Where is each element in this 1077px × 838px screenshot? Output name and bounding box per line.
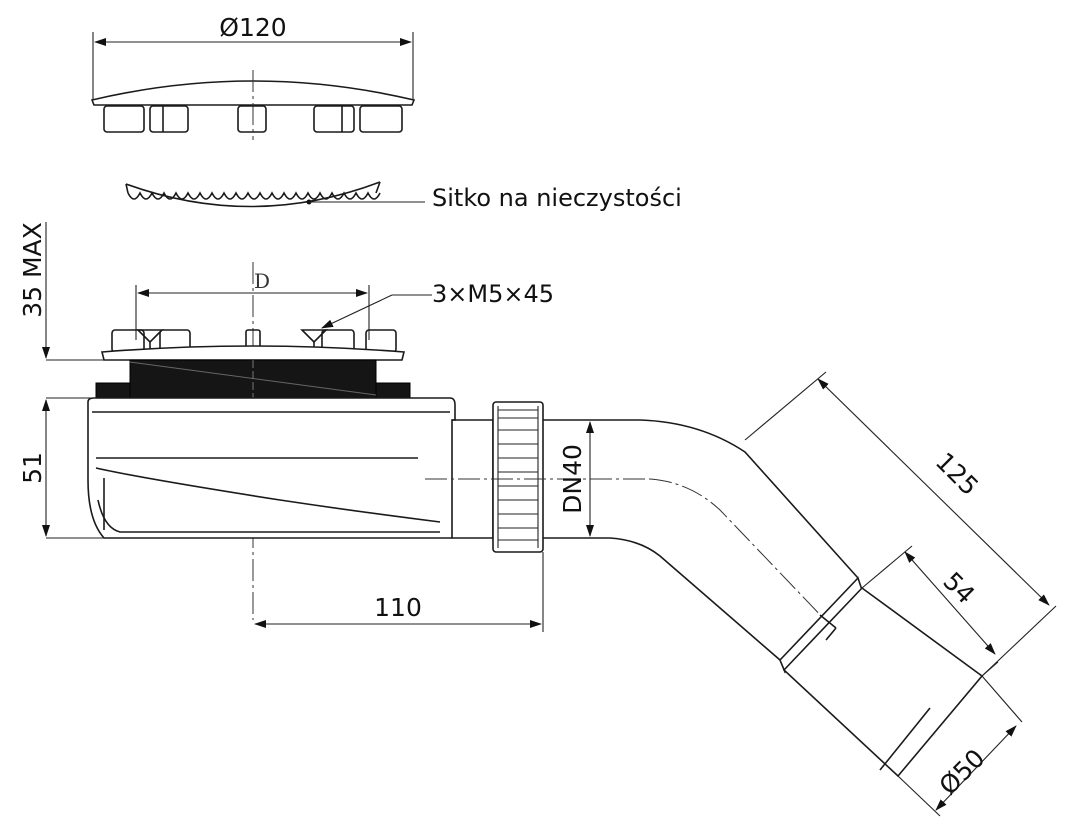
strainer [125,181,425,208]
outlet-diameter-dimension [897,675,1023,817]
horizontal-offset-label: 110 [374,593,422,622]
outlet-nominal-label: DN40 [558,444,587,514]
socket-length-label: 54 [938,566,981,609]
height-dimensions [42,222,120,539]
d-symbol-label: D [254,269,270,293]
drain-body [87,397,494,539]
height-body-label: 51 [18,452,47,484]
height-max-label: 35 MAX [18,222,47,318]
union-nut [492,401,544,553]
screws-label: 3×M5×45 [432,280,554,308]
socket-length-dimension [861,545,999,677]
drain-flange: D [100,262,432,620]
outlet-diameter-label: Ø50 [934,744,991,801]
pipe-length-label: 125 [930,447,984,501]
cover-diameter-label: Ø120 [219,13,286,42]
strainer-label: Sitko na nieczystości [432,184,682,212]
pipe-length-dimension [744,371,1057,677]
rubber-seal [95,359,411,399]
cover-plate: Ø120 [90,13,416,140]
horizontal-offset-dimension [254,552,544,632]
